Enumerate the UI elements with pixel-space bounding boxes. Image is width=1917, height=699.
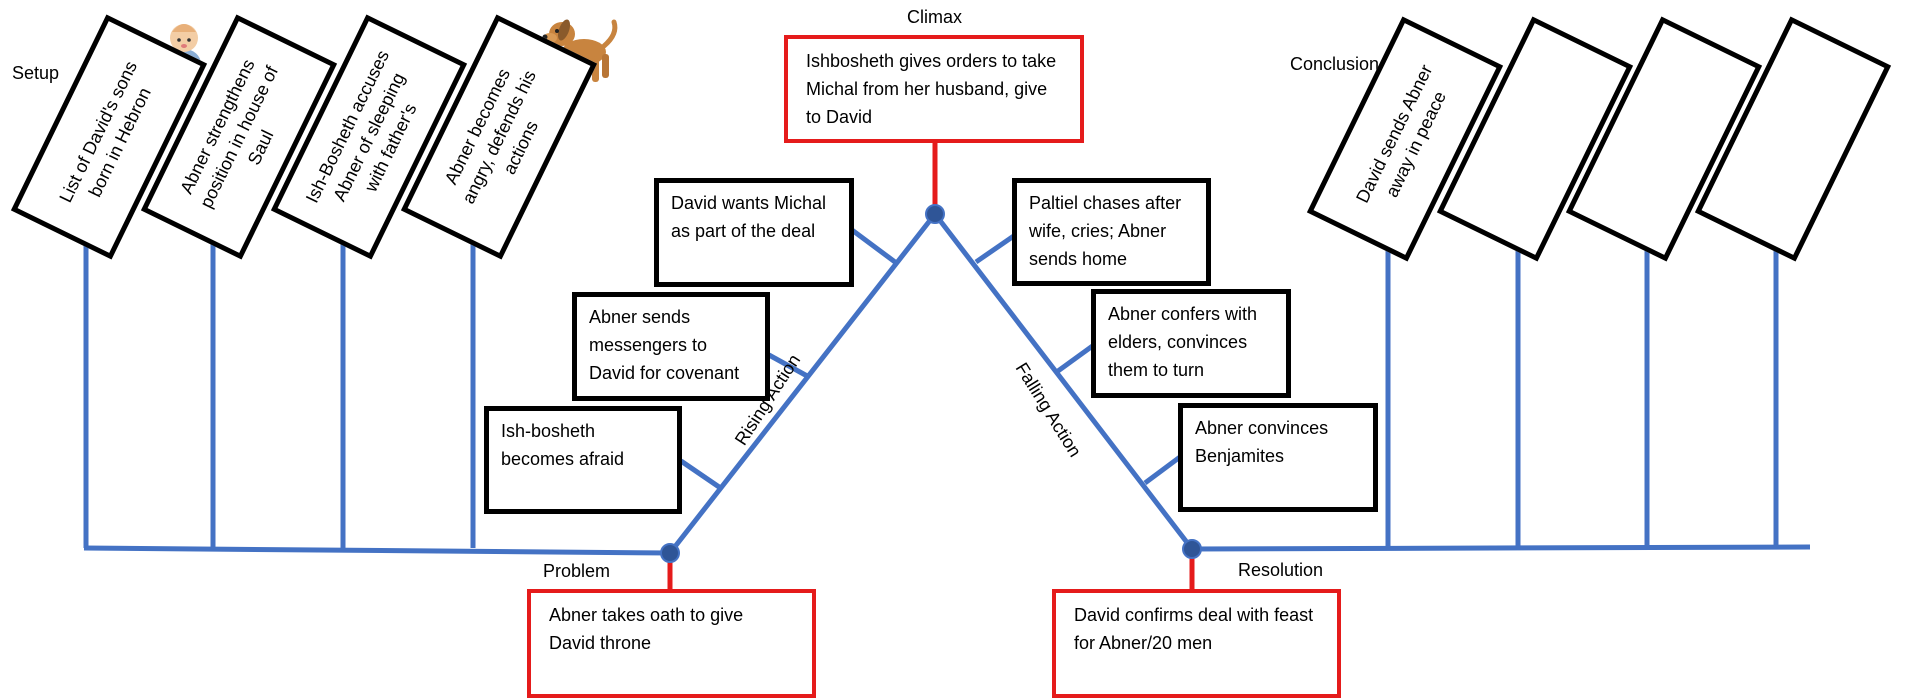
setup-label: Setup bbox=[12, 63, 60, 83]
setup-stems bbox=[83, 240, 476, 548]
rising-connectors bbox=[679, 227, 897, 492]
conclusion-event-text bbox=[1755, 60, 1832, 217]
conclusion-event-text bbox=[1497, 60, 1574, 217]
climax-label: Climax bbox=[907, 7, 963, 27]
problem-node bbox=[660, 543, 680, 563]
resolution-box: David confirms deal with feast for Abner… bbox=[1052, 589, 1341, 698]
rising-event-box: Ish-bosheth becomes afraid bbox=[484, 406, 682, 514]
conclusion-event-text bbox=[1626, 60, 1703, 217]
resolution-label: Resolution bbox=[1238, 560, 1324, 580]
climax-box: Ishbosheth gives orders to take Michal f… bbox=[784, 35, 1084, 143]
falling-event-box: Paltiel chases after wife, cries; Abner … bbox=[1012, 178, 1211, 286]
falling-event-box: Abner convinces Benjamites bbox=[1178, 403, 1378, 512]
climax-node bbox=[925, 204, 945, 224]
falling-event-box: Abner confers with elders, convinces the… bbox=[1091, 289, 1291, 398]
problem-label: Problem bbox=[543, 561, 611, 581]
conclusion-label: Conclusion bbox=[1290, 54, 1380, 74]
rising-event-box: David wants Michal as part of the deal bbox=[654, 178, 854, 287]
rising-event-box: Abner sends messengers to David for cove… bbox=[572, 292, 770, 401]
resolution-node bbox=[1182, 539, 1202, 559]
conclusion-stems bbox=[1385, 240, 1779, 548]
problem-box: Abner takes oath to give David throne bbox=[527, 589, 816, 698]
